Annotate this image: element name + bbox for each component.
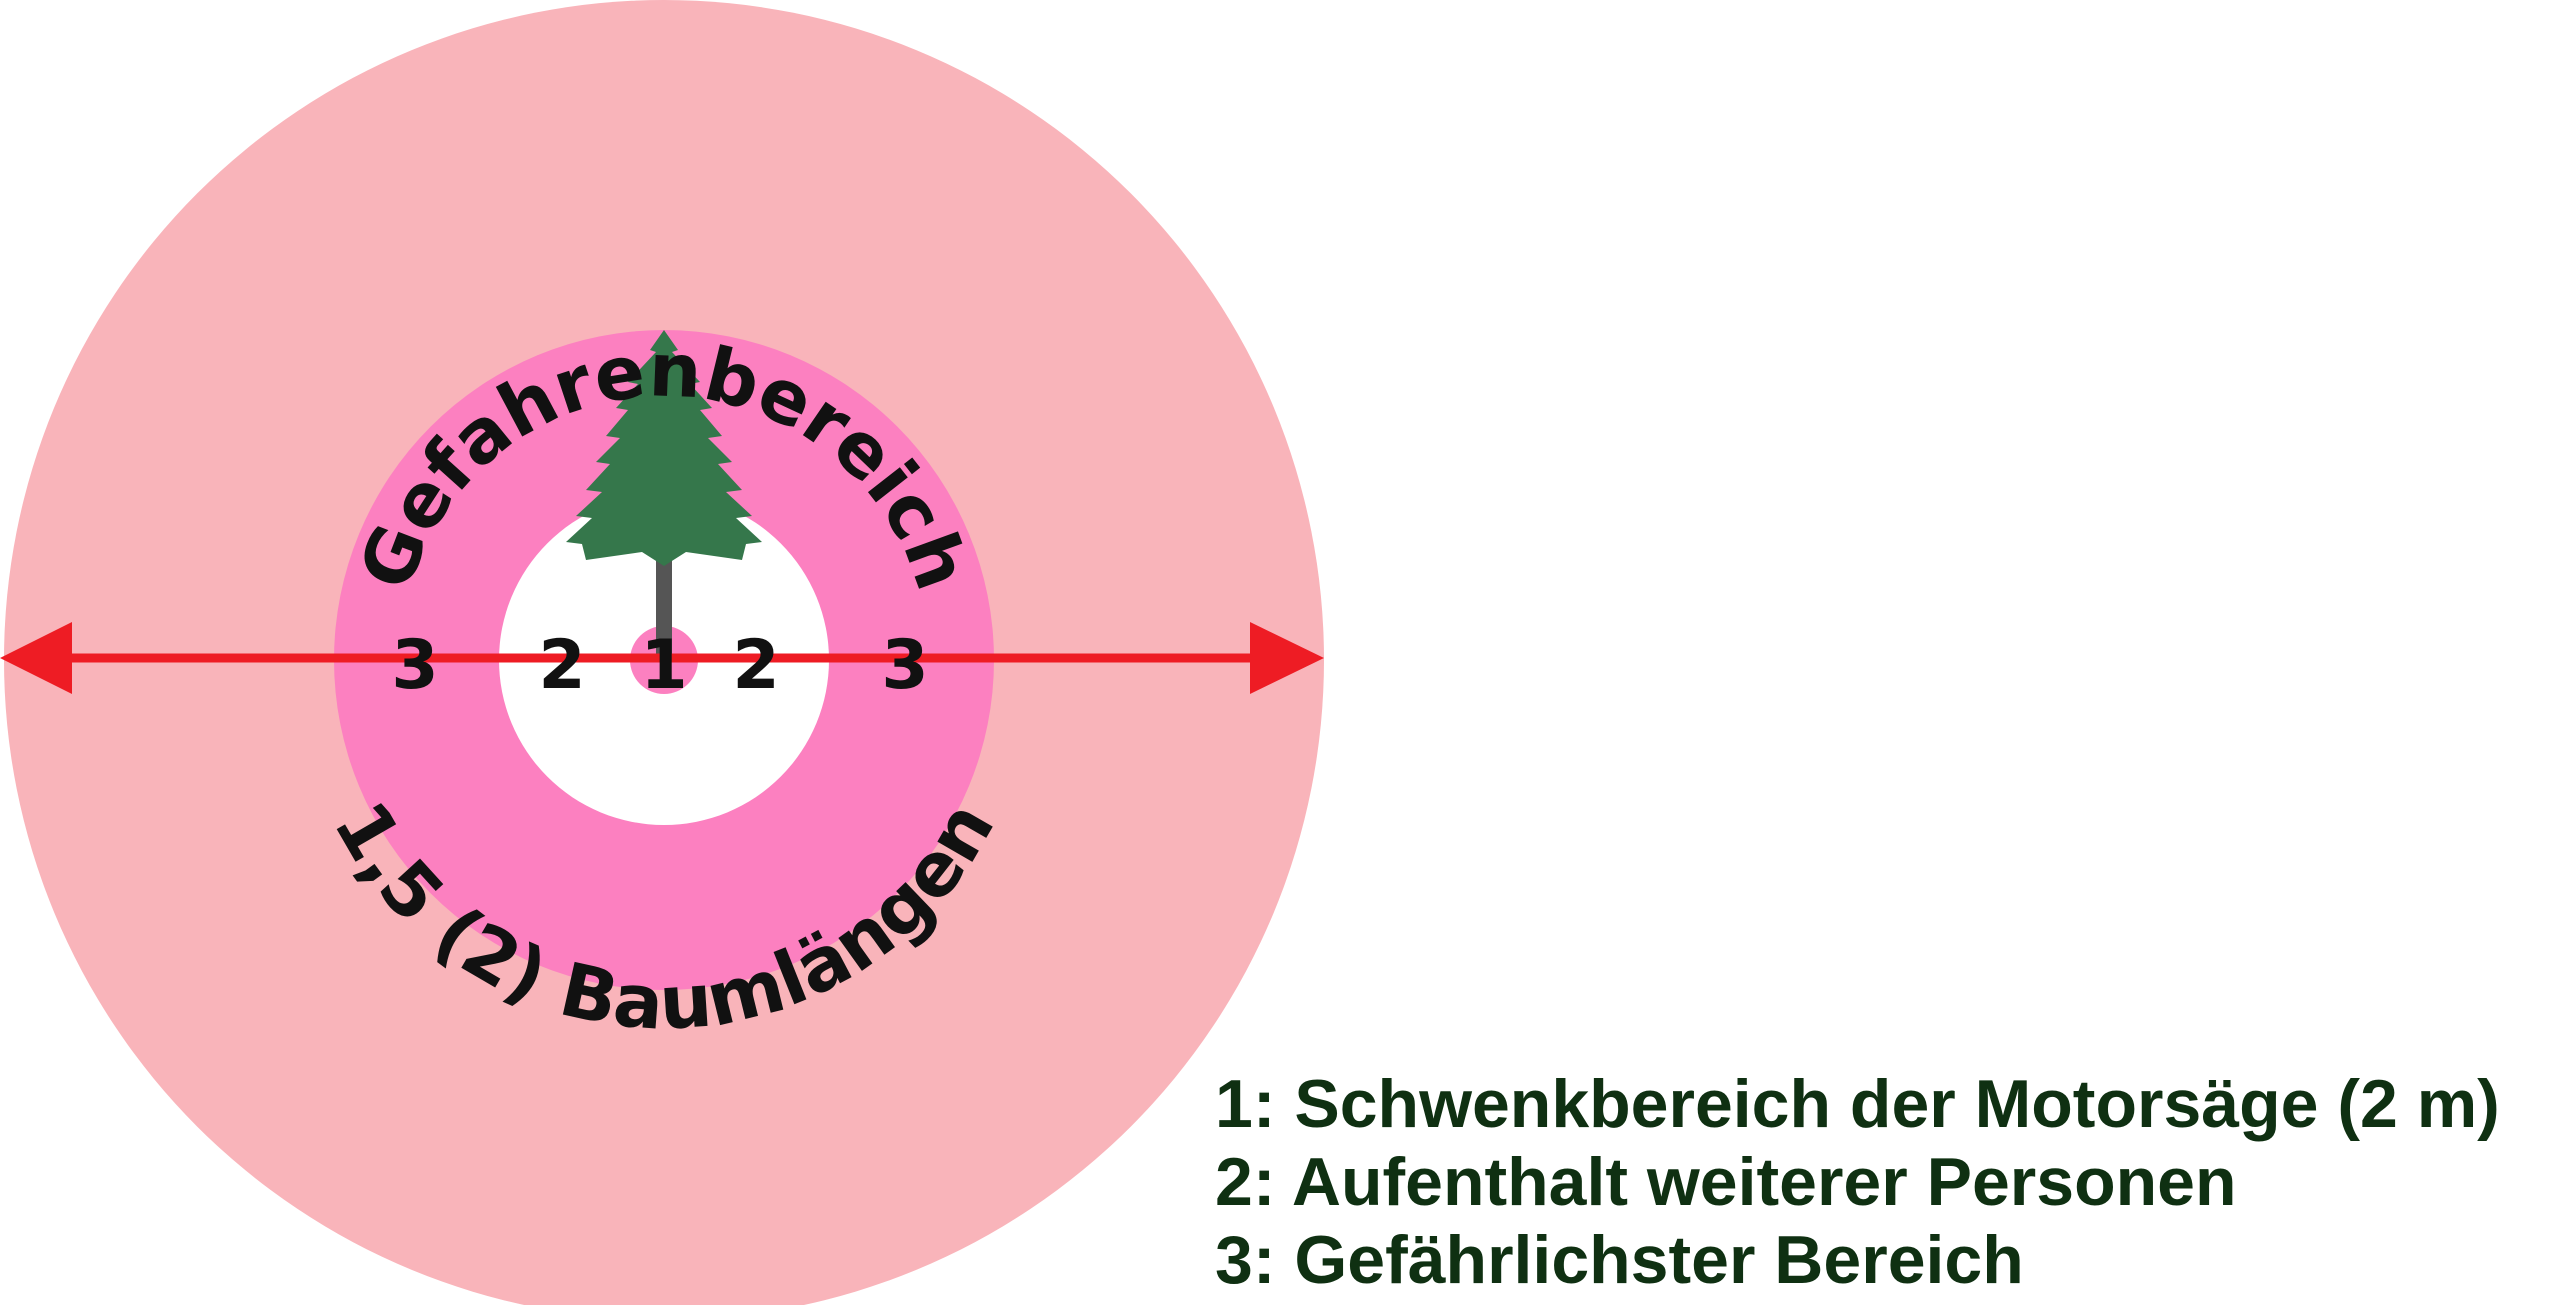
legend-item-3: 3: Gefährlichster Bereich [1215,1222,2024,1298]
spruce-tree-icon [566,330,762,660]
double-arrow [0,622,1324,694]
legend: 1: Schwenkbereich der Motorsäge (2 m) 2:… [1215,1065,2500,1299]
zone-number-3-right: 3 [881,626,928,705]
danger-zone-diagram: 3 2 1 2 3 Gefahrenbereich 1,5 (2) Baumlä… [0,0,1324,1305]
legend-item-2: 2: Aufenthalt weiterer Personen [1215,1144,2237,1220]
zone-number-1: 1 [640,626,687,705]
zone-number-3-left: 3 [391,626,438,705]
zone-number-2-right: 2 [732,626,779,705]
legend-item-1: 1: Schwenkbereich der Motorsäge (2 m) [1215,1066,2500,1142]
zone-number-2-left: 2 [538,626,585,705]
